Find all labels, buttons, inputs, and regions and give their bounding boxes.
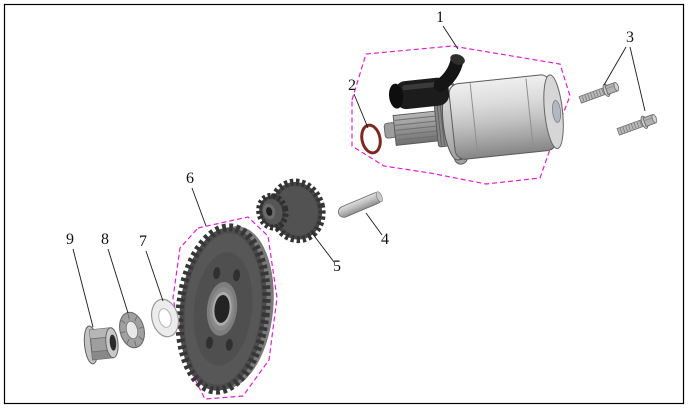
callout-4-leader [365, 212, 383, 236]
driven-gear-group-outline [172, 216, 278, 400]
starter-motor [383, 54, 564, 165]
callout-3-label: 3 [626, 29, 634, 46]
callout-8-label: 8 [101, 231, 109, 248]
plain-washer [150, 298, 180, 338]
lock-washer-hole [125, 320, 139, 340]
callout-5-label: 5 [333, 258, 341, 275]
idler-gear-face [275, 186, 319, 236]
idler-double-gear [256, 178, 326, 244]
plain-washer-hole [158, 308, 172, 328]
motor-shaft-splines [394, 115, 439, 141]
callout-2-leader [353, 93, 369, 129]
callout-8-leader [107, 248, 129, 314]
callout-7-leader [145, 250, 164, 302]
callout-labels: 1 2 3 4 5 6 7 8 9 [66, 9, 634, 275]
callout-9-label: 9 [66, 231, 74, 248]
idler-gear-shaft [337, 191, 383, 218]
motor-body-seams [469, 78, 534, 157]
motor-end-stub [552, 100, 562, 123]
motor-group-outline [351, 45, 571, 185]
bolt-1-threads [581, 88, 605, 102]
motor-body [448, 74, 558, 160]
lock-washer-serrations [121, 313, 143, 347]
lock-washer [119, 311, 145, 349]
driven-gear-bore [214, 294, 230, 323]
leader-lines [72, 25, 646, 328]
callout-1-label: 1 [436, 9, 444, 26]
flange-nut-bore [109, 334, 117, 351]
bolt-2-threads [619, 120, 643, 134]
o-ring [360, 123, 382, 155]
drawing-border [3, 3, 685, 405]
group-outlines [172, 45, 571, 400]
callout-9-leader [72, 248, 94, 328]
callout-6-leader [191, 187, 207, 227]
flange-nut [83, 325, 119, 365]
motor-terminal-connector [388, 54, 465, 110]
starter-driven-gear [175, 223, 274, 395]
callout-3-leader-a [603, 46, 627, 86]
driven-gear-lightening-holes [205, 267, 241, 351]
callout-5-leader [311, 232, 335, 263]
callout-7-label: 7 [139, 233, 147, 250]
callout-6-label: 6 [186, 170, 194, 187]
bolt-2 [616, 114, 658, 136]
callout-2-label: 2 [348, 77, 356, 94]
idler-gear-bore [266, 207, 273, 216]
callout-3-leader-b [629, 46, 646, 112]
callout-1-leader [442, 25, 459, 50]
callout-4-label: 4 [381, 231, 389, 248]
bolt-1 [578, 82, 620, 104]
